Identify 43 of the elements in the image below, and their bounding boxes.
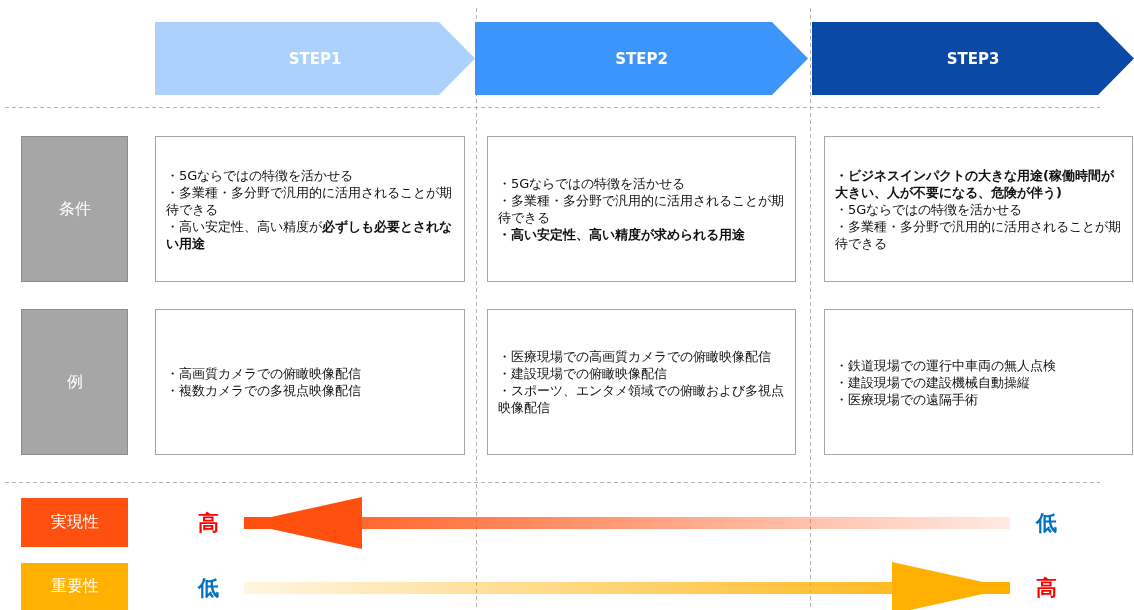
- bullet-text: ・ビジネスインパクトの大きな用途(稼働時間が大きい、人が不要になる、危険が伴う): [835, 166, 1116, 201]
- bullet-text: ・5Gならではの特徴を活かせる: [498, 175, 687, 192]
- bullet-text: ・多業種・多分野で汎用的に活用されることが期待できる: [166, 183, 453, 218]
- gradient-arrow: [244, 497, 1010, 549]
- content-box: [155, 136, 465, 282]
- header-label: 実現性: [50, 512, 99, 533]
- level-label: 低: [1034, 510, 1058, 536]
- content-box: [824, 309, 1133, 455]
- bullet-text: ・多業種・多分野で汎用的に活用されることが期待できる: [835, 217, 1122, 252]
- bullet-text: ・高い安定性、高い精度が必ずしも必要とされない用途: [166, 217, 453, 252]
- row-header: [21, 563, 128, 610]
- bullet-text: ・5Gならではの特徴を活かせる: [835, 200, 1024, 218]
- bullet-text: ・建設現場での俯瞰映像配信: [498, 365, 668, 382]
- header-label: 重要性: [50, 576, 99, 597]
- header-label: 条件: [58, 198, 91, 220]
- header-label: 例: [66, 371, 83, 393]
- level-label: 高: [1034, 575, 1058, 601]
- bullet-text: ・高い安定性、高い精度が求められる用途: [498, 226, 746, 243]
- bullet-text: ・鉄道現場での運行中車両の無人点検: [835, 356, 1057, 374]
- bullet-text: ・高画質カメラでの俯瞰映像配信: [166, 365, 362, 382]
- bullet-text: ・複数カメラでの多視点映像配信: [166, 382, 362, 399]
- level-label: 高: [196, 510, 220, 536]
- row-header: [21, 309, 128, 455]
- step-header: [475, 22, 808, 95]
- content-box: [487, 309, 796, 455]
- bullet-text: ・スポーツ、エンタメ領域での俯瞰および多視点映像配信: [498, 382, 785, 416]
- bullet-text: ・建設現場での建設機械自動操縦: [835, 373, 1031, 391]
- step-label: STEP1: [288, 49, 342, 68]
- bullet-text: ・医療現場での遠隔手術: [835, 390, 979, 408]
- step-label: STEP2: [615, 49, 668, 68]
- step-header: [812, 22, 1134, 95]
- row-header: [21, 498, 128, 547]
- row-header: [21, 136, 128, 282]
- content-box: [155, 309, 465, 455]
- content-box: [487, 136, 796, 282]
- bullet-text: ・医療現場での高画質カメラでの俯瞰映像配信: [498, 348, 772, 365]
- bullet-text: ・多業種・多分野で汎用的に活用されることが期待できる: [498, 192, 785, 226]
- step-label: STEP3: [946, 49, 1000, 68]
- step-header: [155, 22, 475, 95]
- content-box: [824, 136, 1133, 282]
- bullet-text: ・5Gならではの特徴を活かせる: [166, 166, 355, 184]
- level-label: 低: [196, 575, 220, 601]
- gradient-arrow: [244, 562, 1010, 610]
